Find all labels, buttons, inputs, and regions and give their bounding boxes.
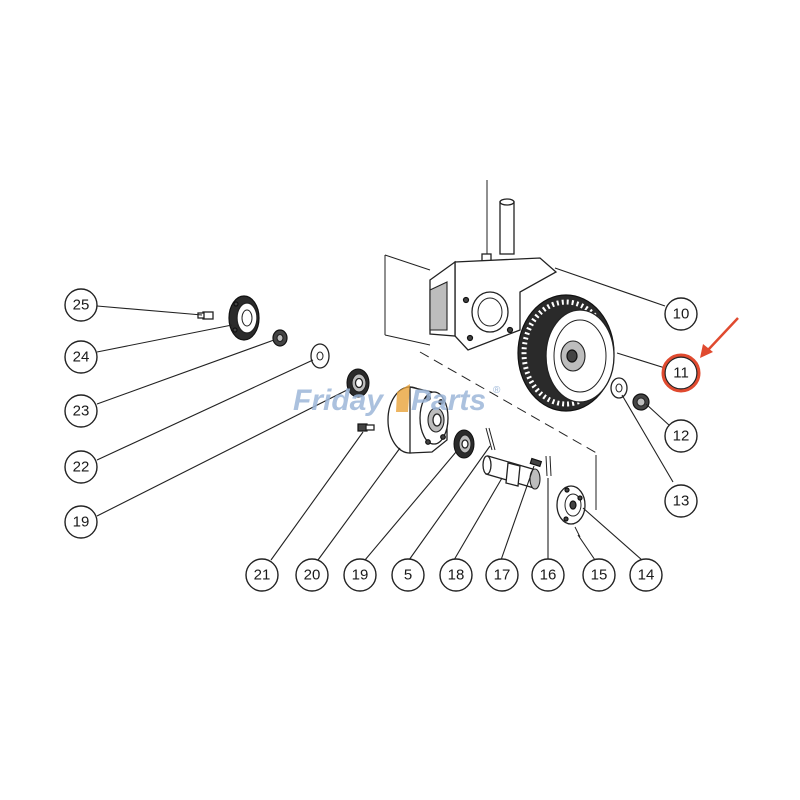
washer [610, 377, 628, 399]
callout-19-bottom: 19 [343, 558, 377, 592]
cotter-pin [485, 427, 496, 451]
highlight-marker [661, 317, 739, 393]
svg-text:18: 18 [448, 567, 465, 584]
callout-23: 23 [64, 394, 98, 428]
flange-screw [574, 526, 581, 538]
svg-text:16: 16 [540, 567, 557, 584]
mounting-flange [556, 485, 586, 525]
shaft-key [529, 457, 543, 468]
axle-shaft [482, 455, 541, 490]
svg-text:19: 19 [352, 567, 369, 584]
callout-13: 13 [664, 484, 698, 518]
small-nut [272, 329, 288, 347]
callout-25: 25 [64, 288, 98, 322]
svg-text:12: 12 [673, 428, 690, 445]
callout-24: 24 [64, 340, 98, 374]
callout-15: 15 [582, 558, 616, 592]
svg-text:24: 24 [73, 349, 90, 366]
svg-text:15: 15 [591, 567, 608, 584]
thrust-washer [310, 343, 330, 369]
callout-5: 5 [391, 558, 425, 592]
spring-pin [545, 455, 552, 477]
svg-text:13: 13 [673, 493, 690, 510]
callout-10: 10 [664, 297, 698, 331]
callout-11: 11 [664, 356, 698, 390]
callout-22: 22 [64, 450, 98, 484]
svg-text:22: 22 [73, 459, 90, 476]
svg-text:10: 10 [673, 306, 690, 323]
svg-text:19: 19 [73, 514, 90, 531]
wheel-stud [357, 423, 375, 432]
wheel [517, 294, 615, 412]
svg-text:21: 21 [254, 567, 271, 584]
svg-text:5: 5 [404, 567, 412, 584]
svg-text:25: 25 [73, 297, 90, 314]
grease-fitting [197, 311, 214, 320]
callout-16: 16 [531, 558, 565, 592]
callout-19-left: 19 [64, 505, 98, 539]
svg-text:17: 17 [494, 567, 511, 584]
callout-20: 20 [295, 558, 329, 592]
axis-dashed-line [419, 351, 601, 456]
mounting-bracket [384, 180, 558, 351]
lock-nut [632, 393, 650, 411]
svg-text:20: 20 [304, 567, 321, 584]
bearing-right [453, 429, 475, 459]
callout-14: 14 [629, 558, 663, 592]
arrow-icon [700, 344, 713, 358]
callout-18: 18 [439, 558, 473, 592]
callout-21: 21 [245, 558, 279, 592]
callout-12: 12 [664, 419, 698, 453]
svg-text:®: ® [493, 385, 501, 396]
bearing-cover [228, 295, 260, 341]
svg-text:11: 11 [673, 365, 689, 382]
callout-17: 17 [485, 558, 519, 592]
svg-text:23: 23 [73, 403, 90, 420]
leader-lines [96, 267, 674, 561]
bearing-left [346, 368, 370, 398]
svg-text:14: 14 [638, 567, 655, 584]
